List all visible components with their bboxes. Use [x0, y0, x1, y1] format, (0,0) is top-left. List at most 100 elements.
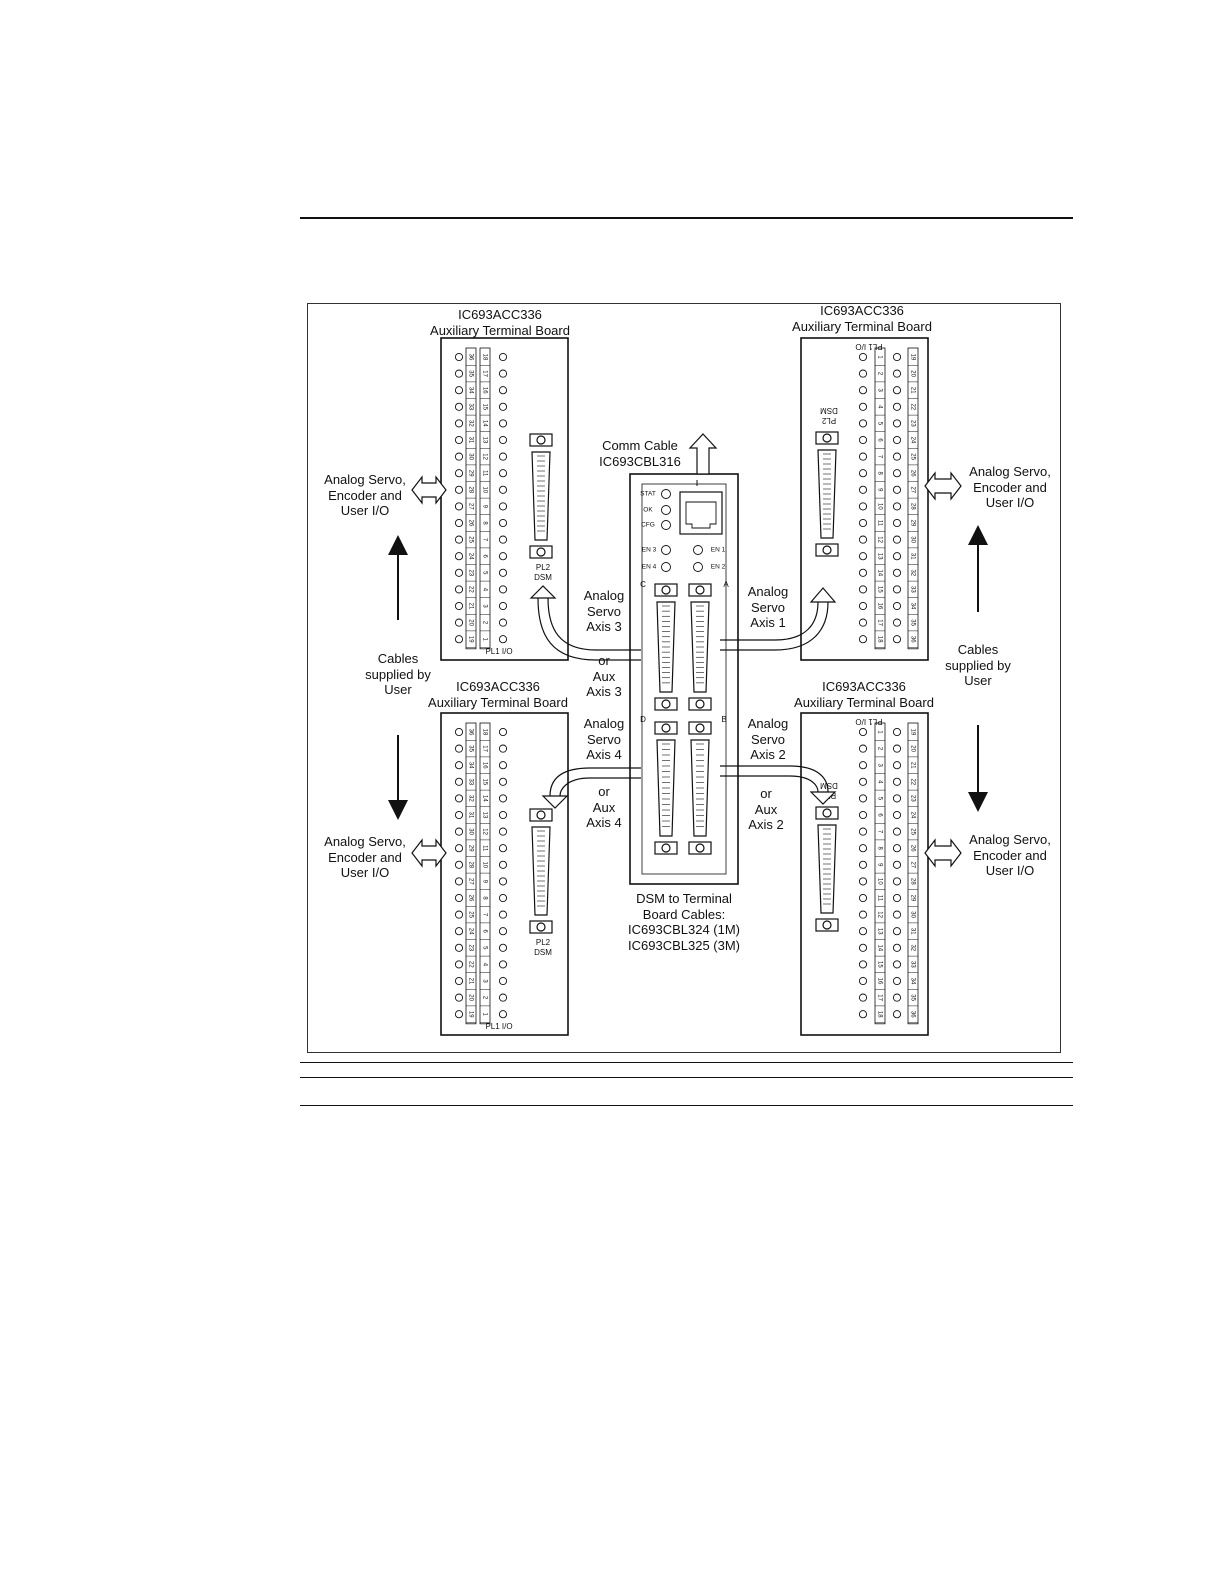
terminal-screw — [892, 927, 902, 936]
connector-shell — [817, 449, 837, 539]
connector-screw — [536, 547, 546, 557]
cable-edge — [720, 601, 819, 641]
dsm-label: DSM — [820, 406, 838, 415]
terminal-screw — [858, 552, 868, 561]
terminal-number: 34 — [909, 603, 915, 610]
terminal-number: 31 — [909, 928, 915, 935]
terminal-screw — [892, 960, 902, 969]
terminal-screw — [498, 601, 508, 611]
label-line: Axis 1 — [750, 615, 786, 630]
terminal-number: 29 — [909, 895, 915, 902]
terminal-screw — [498, 910, 508, 919]
terminal-number: 2 — [481, 621, 487, 625]
terminal-number: 35 — [467, 370, 473, 377]
terminal-number: 16 — [876, 603, 882, 610]
terminal-number: 10 — [876, 503, 882, 510]
enable-led — [693, 562, 703, 572]
connector-screw — [661, 585, 671, 595]
terminal-number: 17 — [481, 370, 487, 377]
terminal-number: 34 — [909, 978, 915, 985]
terminal-screw — [498, 761, 508, 770]
connector-screw — [536, 810, 546, 820]
terminal-screw — [454, 601, 464, 611]
terminal-screw — [498, 386, 508, 395]
connector-screw — [661, 723, 671, 733]
terminal-screw — [498, 419, 508, 428]
label-line: Encoder and — [973, 479, 1047, 495]
terminal-number: 10 — [481, 861, 487, 868]
terminal-screw — [498, 552, 508, 561]
terminal-number: 30 — [467, 828, 473, 835]
terminal-screw — [892, 485, 902, 494]
terminal-number: 7 — [876, 455, 882, 459]
terminal-screw — [498, 352, 508, 362]
connector-shell — [531, 451, 551, 541]
terminal-screw — [498, 518, 508, 528]
terminal-number: 2 — [481, 996, 487, 1000]
terminal-screw — [858, 893, 868, 903]
terminal-screw — [454, 568, 464, 577]
terminal-number: 33 — [909, 586, 915, 593]
terminal-screw — [892, 976, 902, 986]
terminal-screw — [498, 618, 508, 627]
bottom-rule — [300, 1105, 1073, 1106]
terminal-screw — [892, 827, 902, 836]
pl1-io-label: PL1 I/O — [855, 717, 882, 726]
terminal-screw — [858, 502, 868, 511]
terminal-number: 15 — [876, 586, 882, 593]
terminal-screw — [892, 794, 902, 803]
terminal-strip — [479, 347, 491, 650]
label-line: Aux — [754, 801, 778, 817]
terminal-number: 13 — [876, 553, 882, 560]
terminal-number: 34 — [467, 762, 473, 769]
status-led — [661, 489, 671, 499]
terminal-number: 16 — [481, 387, 487, 394]
label-line: IC693CBL324 (1M) — [628, 922, 740, 937]
terminal-number: 13 — [876, 928, 882, 935]
terminal-number: 36 — [909, 636, 915, 643]
terminal-number: 15 — [876, 961, 882, 968]
terminal-screw — [454, 810, 464, 820]
terminal-screw — [892, 402, 902, 411]
terminal-number: 8 — [481, 521, 487, 525]
terminal-number: 30 — [909, 536, 915, 543]
terminal-number: 16 — [876, 978, 882, 985]
terminal-number: 36 — [467, 729, 473, 736]
cable-edge — [720, 765, 829, 793]
dsm-connector-pl2 — [529, 808, 553, 934]
label-line: User I/O — [985, 863, 1035, 878]
terminal-number: 10 — [876, 878, 882, 885]
terminal-screw — [498, 535, 508, 544]
terminal-screw — [454, 402, 464, 411]
terminal-screw — [892, 1010, 902, 1019]
terminal-number: 5 — [876, 797, 882, 801]
terminal-screw — [858, 1010, 868, 1019]
io-double-arrow-bottom-left — [411, 838, 447, 868]
connector-latch — [529, 920, 553, 934]
terminal-screw — [498, 827, 508, 836]
ribbon-cable-axis4 — [541, 767, 641, 809]
port-d-label: D — [640, 715, 646, 724]
axis2-label: Analog Servo Axis 2 — [738, 716, 798, 763]
terminal-screw — [858, 993, 868, 1002]
terminal-screw — [892, 535, 902, 544]
terminal-screw — [454, 618, 464, 627]
cable-edge — [537, 597, 641, 661]
terminal-number: 25 — [909, 453, 915, 460]
board-name: Auxiliary Terminal Board — [428, 694, 568, 710]
terminal-screw — [498, 844, 508, 853]
terminal-number: 4 — [481, 963, 487, 967]
dsm-label: DSM — [534, 948, 552, 957]
terminal-screw — [858, 585, 868, 594]
terminal-number: 1 — [876, 355, 882, 359]
label-line: supplied by — [365, 666, 431, 682]
terminal-number: 18 — [876, 636, 882, 643]
label-line: User I/O — [340, 865, 390, 880]
label-line: Aux — [592, 668, 616, 684]
terminal-number: 12 — [481, 453, 487, 460]
terminal-number: 23 — [467, 944, 473, 951]
terminal-screw — [858, 927, 868, 936]
terminal-screw — [498, 810, 508, 820]
